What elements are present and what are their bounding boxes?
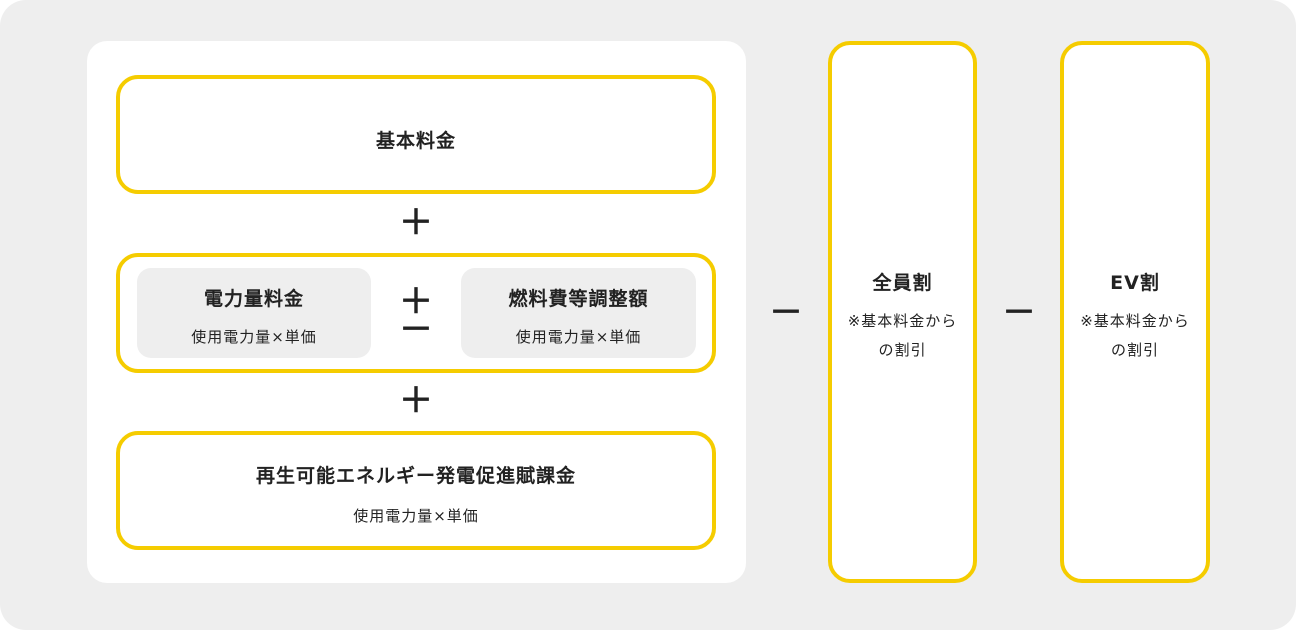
fuel-adjustment-formula: 使用電力量×単価	[515, 328, 642, 346]
all-member-discount-title: 全員割	[872, 272, 933, 294]
fuel-adjustment-box	[461, 268, 696, 358]
minus-operator-2: －	[1002, 293, 1036, 333]
minus-operator-small: －	[399, 310, 433, 350]
power-charge-title: 電力量料金	[203, 288, 304, 310]
all-member-discount-note-line1: ※基本料金から	[847, 312, 958, 330]
ev-discount-note-line2: の割引	[1110, 341, 1159, 359]
all-member-discount-note-line2: の割引	[878, 341, 927, 359]
fuel-adjustment-title: 燃料費等調整額	[508, 288, 649, 310]
renewable-levy-title: 再生可能エネルギー発電促進賦課金	[255, 465, 576, 487]
ev-discount-note: ※基本料金から の割引	[1060, 307, 1210, 365]
ev-discount-title: EV割	[1110, 272, 1160, 294]
renewable-levy-formula: 使用電力量×単価	[353, 507, 479, 525]
plus-operator-small: ＋	[399, 282, 433, 322]
renewable-levy-box	[116, 431, 716, 550]
all-member-discount-box	[828, 41, 977, 583]
all-member-discount-note: ※基本料金から の割引	[828, 307, 977, 365]
plus-operator-1: ＋	[399, 203, 433, 243]
ev-discount-note-line1: ※基本料金から	[1080, 312, 1190, 330]
power-charge-box	[137, 268, 371, 358]
basic-fee-box	[116, 75, 716, 194]
basic-fee-title: 基本料金	[375, 130, 456, 152]
power-charge-formula: 使用電力量×単価	[191, 328, 317, 346]
plus-operator-2: ＋	[399, 381, 433, 421]
ev-discount-box	[1060, 41, 1210, 583]
minus-operator-1: －	[769, 293, 803, 333]
